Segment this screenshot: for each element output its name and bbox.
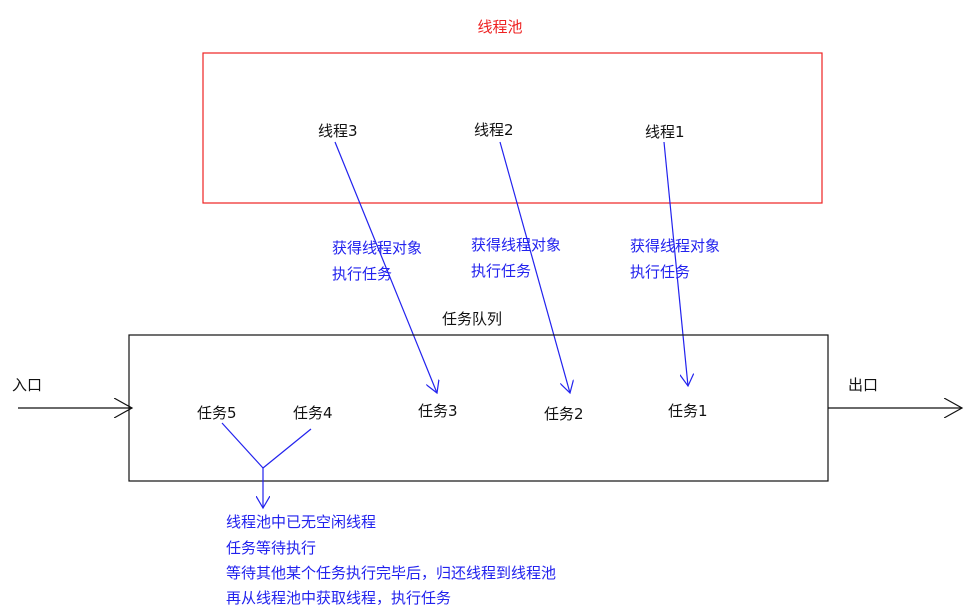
note-line-3: 等待其他某个任务执行完毕后，归还线程到线程池: [226, 564, 556, 582]
acquire-label-1-line2: 执行任务: [630, 263, 690, 281]
thread-1: 线程1: [645, 123, 685, 141]
waiting-fork-arrow: [221, 422, 312, 508]
thread-3: 线程3: [318, 122, 358, 140]
task-5: 任务5: [197, 404, 237, 422]
arrow-thread3-task3: [334, 141, 437, 393]
acquire-label-3-line2: 执行任务: [332, 265, 392, 283]
queue-title: 任务队列: [442, 310, 502, 328]
note-line-2: 任务等待执行: [226, 539, 316, 557]
pool-title: 线程池: [477, 18, 522, 36]
acquire-label-2-line1: 获得线程对象: [471, 236, 561, 254]
acquire-label-3-line1: 获得线程对象: [332, 239, 422, 257]
thread-pool-box: [202, 52, 823, 204]
note-line-4: 再从线程池中获取线程，执行任务: [226, 589, 451, 607]
exit-label: 出口: [848, 376, 878, 394]
arrow-thread1-task1: [663, 141, 688, 386]
note-line-1: 线程池中已无空闲线程: [226, 513, 376, 531]
task-2: 任务2: [544, 405, 584, 423]
thread-2: 线程2: [474, 121, 514, 139]
acquire-label-2-line2: 执行任务: [471, 262, 531, 280]
task-1: 任务1: [668, 402, 708, 420]
arrow-thread2-task2: [499, 141, 570, 393]
task-4: 任务4: [293, 404, 333, 422]
task-3: 任务3: [418, 402, 458, 420]
entry-label: 入口: [12, 376, 42, 394]
acquire-label-1-line1: 获得线程对象: [630, 237, 720, 255]
